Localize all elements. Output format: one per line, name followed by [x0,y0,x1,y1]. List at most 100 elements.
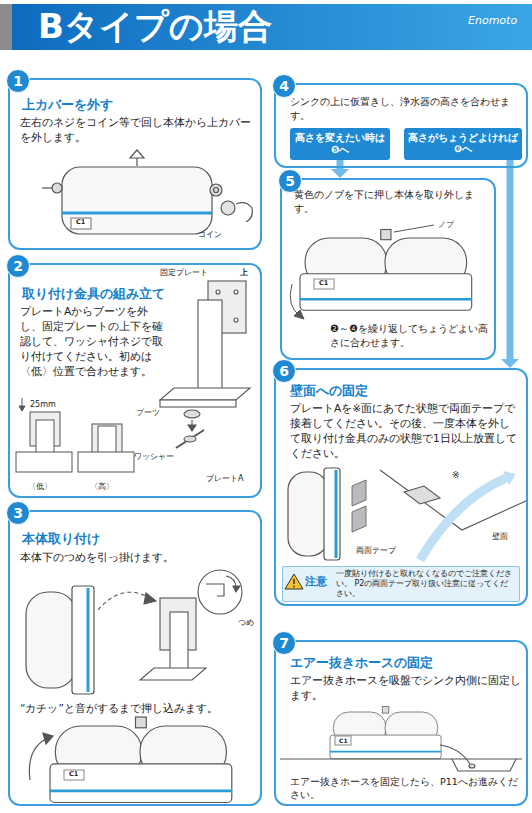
part-label: C1 [319,280,328,288]
step-number: 2 [6,254,30,278]
filter-cover [62,167,212,234]
bracket [140,668,206,680]
step-panel: 7エアー抜きホースの固定エアー抜きホースを吸盤でシンク内側に固定します。エアー抜… [274,640,528,806]
step-panel: 3本体取り付け本体下のつめを引っ掛けます。“カチッ”と音がするまで押し込みます。 [8,510,262,806]
part-label: 〈低〉 [28,482,52,492]
caution-box: 注意一度貼り付けると取れなくなるのでご注意ください。 P2の両面テープ取り扱い注… [282,566,520,602]
hook-arrow [206,584,224,596]
mounting-bracket [234,290,238,294]
part-label: ワッシャー [134,452,174,462]
page-title: Bタイプの場合 [38,6,272,47]
leader-line [294,310,304,319]
caution-ground [293,579,295,584]
mounting-bracket [234,318,238,322]
filter-vertical [26,586,94,694]
button-text: 高さがちょうどよければ ❻へ [406,132,520,155]
caution-ground [282,566,520,602]
brand-mark: Enomoto [468,14,517,27]
step-heading: 上カバーを外す [22,97,254,114]
filter-unit [330,707,441,759]
caution-heading: 注意 [305,575,327,588]
position-example [78,452,134,472]
filter-cover [52,183,62,193]
part-label: C1 [76,219,85,227]
position-example [36,420,54,456]
step-text: ❷～❹を繰り返してちょうどよい高さに合わせます。 [330,322,490,350]
flow-arrow [331,160,349,178]
step-text: プレートAを※面にあてた状態で両面テープで接着してください。その後、一度本体を外… [290,401,520,461]
filter-wall-mount [324,468,340,560]
filter-wall-mount [288,472,328,556]
part-label: 壁面 [492,532,508,542]
sink [469,764,475,768]
model-plate [64,770,84,780]
step-heading: 本体取り付け [22,531,254,548]
caution-ground [293,586,295,588]
leader-line [290,225,434,319]
mounting-bracket [184,436,196,442]
sink [452,759,516,771]
filter-cover [42,187,52,188]
step-text: エアー抜きホースを吸盤でシンク内側に固定します。 [290,673,522,703]
mounting-bracket [198,300,222,392]
step-panel: 4シンクの上に仮置きし、浄水器の高さを合わせます。高さを変えたい時は ❺へ高さが… [274,83,528,168]
filter-vertical [87,588,90,692]
tape [352,506,366,532]
part-label: プレートA [206,474,243,484]
part-label: コイン [198,230,222,240]
step-heading: 取り付け金具の組み立て [22,286,172,303]
mounting-bracket [184,410,200,418]
branch-button: 高さを変えたい時は ❺へ [290,128,390,160]
step-text: プレートAからブーツを外し、固定プレートの上下を確認して、ワッシャ付ネジで取り付… [20,304,170,379]
filter-wall-mount [335,470,338,558]
filter-cover [62,212,212,215]
step-heading: エアー抜きホースの固定 [290,655,522,672]
step-text: シンクの上に仮置きし、浄水器の高さを合わせます。 [290,95,522,123]
filter-cover [71,218,91,229]
part-label: ブーツ [136,408,160,418]
step-text: エアー抜きホースを固定したら、P11へお進みください。 [290,775,522,802]
part-label: 25mm [30,400,56,410]
caution-text: 一度貼り付けると取れなくなるのでご注意ください。 P2の両面テープ取り扱い注意に… [336,569,516,599]
bracket [140,598,206,680]
filter-vertical [72,586,94,694]
part-label: 固定プレート [160,268,208,278]
part-label: 両面テープ [356,546,396,556]
position-example [19,406,25,411]
hook-arrow [233,586,240,592]
caution-ground [282,566,520,602]
arrow-shaft [507,160,514,359]
step-panel: 6壁面への固定プレートAを※面にあてた状態で両面テープで接着してください。その後… [274,368,528,606]
step-panel: 2取り付け金具の組み立てプレートAからブーツを外し、固定プレートの上下を確認して… [8,263,262,498]
part-label: ノブ [438,220,454,230]
wall [404,486,440,504]
filter-vertical [26,592,76,688]
tape [352,480,366,506]
mounting-bracket [160,388,250,400]
tape [352,480,366,532]
filter-cover [42,150,252,234]
push-arrow [43,733,53,744]
mounting-bracket [176,430,204,448]
header-band [0,4,532,50]
part-label: C1 [69,771,78,779]
button-text: 高さを変えたい時は ❺へ [293,132,387,156]
step-text: 左右のネジをコイン等で回し本体から上カバーを外します。 [20,115,256,145]
step-heading: 壁面への固定 [290,383,520,400]
hook-arrow [98,570,242,614]
header-band [0,4,12,50]
step-number: 4 [272,74,296,98]
filter-unit [300,230,472,311]
bracket [170,612,188,670]
part-label: 〈高〉 [90,482,114,492]
filter-cover [214,188,219,193]
filter-cover [221,201,235,215]
model-plate [314,279,334,289]
step-number: 6 [272,359,296,383]
arrow-head [501,359,519,368]
step-text: 本体下のつめを引っ掛けます。 [20,550,256,565]
push-arrow [29,733,53,780]
leader-line [394,225,434,232]
arrow-head [331,169,349,178]
filter-wall-mount [288,468,340,560]
